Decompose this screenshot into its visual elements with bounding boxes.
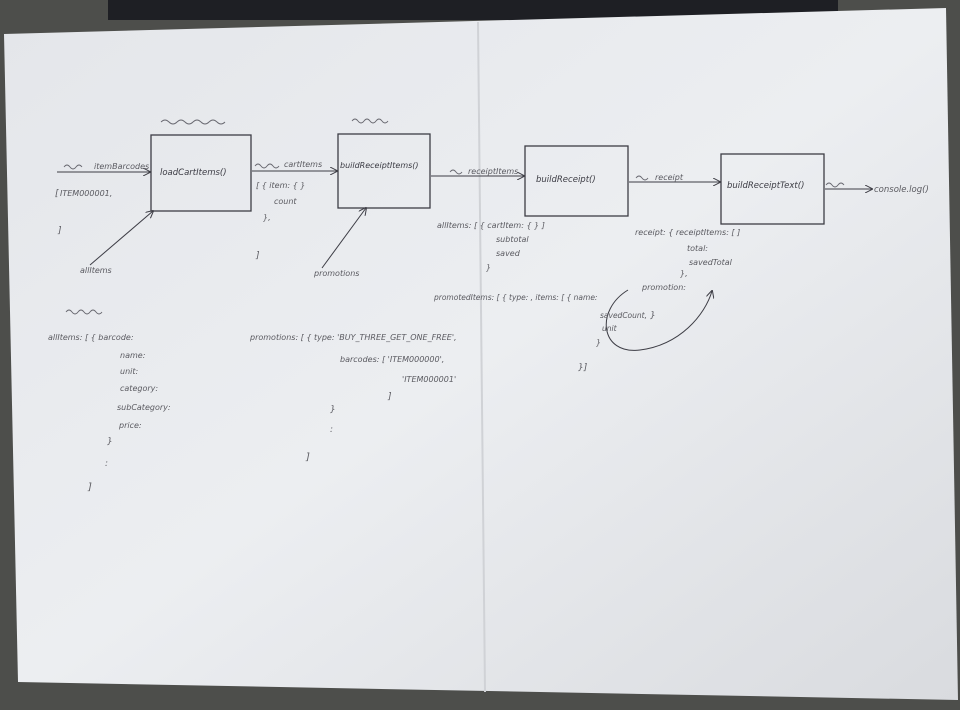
input-barcode-value: ITEM000001, bbox=[60, 189, 112, 198]
allitems-line8: : bbox=[105, 459, 108, 469]
box-buildreceipttext: buildReceiptText() bbox=[720, 153, 825, 225]
allitems-structure: allItems: [ { barcode: name: unit: categ… bbox=[48, 333, 171, 493]
cartitems-structure: [ { item: { } count }, ] bbox=[255, 181, 305, 261]
label-receiptitems-prefix-scribble bbox=[449, 169, 463, 175]
input-promotions-label: promotions bbox=[313, 269, 359, 278]
paper-fold bbox=[477, 21, 486, 693]
receipt-line1: receipt: { receiptItems: [ ] bbox=[635, 228, 740, 237]
allitems-line9: ] bbox=[87, 482, 92, 493]
box-label-buildreceipt: buildReceipt() bbox=[536, 175, 596, 185]
receipt-line2: total: bbox=[687, 244, 708, 253]
promotions-structure: promotions: [ { type: 'BUY_THREE_GET_ONE… bbox=[249, 333, 457, 463]
cartitems-line3: }, bbox=[263, 213, 271, 222]
arrow-curved-promotion bbox=[605, 290, 712, 351]
receiptitems-line4: } bbox=[486, 263, 491, 272]
receiptitems-structure: allItems: [ { cartItem: { } ] subtotal s… bbox=[433, 221, 647, 373]
allitems-line2: name: bbox=[120, 351, 146, 360]
receiptitems-line5: promotedItems: [ { type: , items: [ { na… bbox=[433, 293, 597, 302]
receiptitems-line3: saved bbox=[496, 249, 521, 258]
cartitems-line1: [ { item: { } bbox=[256, 181, 305, 190]
receipt-line5: promotion: bbox=[641, 283, 686, 292]
promotions-line5: } bbox=[330, 405, 336, 415]
input-allitems-label: allItems bbox=[80, 266, 112, 275]
caption-box1-scribble bbox=[160, 119, 226, 125]
caption-box2-scribble bbox=[351, 118, 389, 124]
allitems-line4: category: bbox=[120, 384, 158, 393]
label-receipt: receipt bbox=[655, 173, 684, 182]
label-cartitems-prefix-scribble bbox=[254, 163, 280, 169]
receipt-structure: receipt: { receiptItems: [ ] total: save… bbox=[635, 228, 740, 321]
receiptitems-line9: }] bbox=[578, 363, 588, 373]
label-cartitems: cartItems bbox=[284, 160, 322, 169]
data-definition-heading-scribble bbox=[65, 309, 103, 315]
receiptitems-line1: allItems: [ { cartItem: { } ] bbox=[437, 221, 545, 230]
label-itembarcodes-prefix-scribble bbox=[63, 164, 83, 170]
allitems-line7: } bbox=[107, 437, 113, 447]
promotions-line3: 'ITEM000001' bbox=[402, 375, 456, 384]
promotions-line2: barcodes: [ 'ITEM000000', bbox=[340, 355, 444, 364]
allitems-line6: price: bbox=[118, 421, 142, 430]
box-label-buildreceiptitems: buildReceiptItems() bbox=[340, 161, 419, 170]
input-bracket-open: [ bbox=[55, 189, 59, 199]
box-label-buildreceipttext: buildReceiptText() bbox=[727, 181, 804, 191]
promotions-line4: ] bbox=[387, 392, 392, 402]
input-bracket-close: ] bbox=[57, 226, 62, 236]
receipt-line3: savedTotal bbox=[689, 258, 733, 267]
label-console-log: console.log() bbox=[874, 185, 929, 195]
receipt-line4: }, bbox=[680, 269, 688, 278]
cartitems-line4: ] bbox=[255, 251, 260, 261]
label-itembarcodes: itemBarcodes bbox=[94, 162, 149, 171]
receiptitems-line7: unit bbox=[602, 324, 618, 333]
promotions-line6: : bbox=[330, 425, 333, 435]
promotions-line7: ] bbox=[305, 452, 310, 463]
receiptitems-line6: savedCount, bbox=[600, 311, 647, 320]
arrow-promotions bbox=[321, 208, 366, 269]
allitems-line3: unit: bbox=[120, 367, 139, 376]
receipt-line6: } bbox=[650, 311, 656, 321]
allitems-line5: subCategory: bbox=[117, 403, 171, 412]
box-buildreceiptitems: buildReceiptItems() bbox=[337, 133, 431, 209]
label-receipt-prefix-scribble bbox=[635, 175, 649, 181]
receiptitems-line2: subtotal bbox=[496, 235, 529, 244]
cartitems-line2: count bbox=[274, 197, 297, 206]
promotions-line1: promotions: [ { type: 'BUY_THREE_GET_ONE… bbox=[249, 333, 457, 342]
label-output-scribble bbox=[825, 182, 845, 188]
allitems-line1: allItems: [ { barcode: bbox=[48, 333, 134, 342]
arrow-allitems bbox=[89, 211, 153, 266]
box-buildreceipt: buildReceipt() bbox=[524, 145, 629, 217]
box-loadcartitems: loadCartItems() bbox=[150, 134, 252, 212]
dark-object-top bbox=[108, 0, 838, 20]
label-receiptitems: receiptItems bbox=[468, 167, 518, 176]
box-label-loadcartitems: loadCartItems() bbox=[160, 168, 227, 178]
receiptitems-line8: } bbox=[596, 338, 601, 347]
